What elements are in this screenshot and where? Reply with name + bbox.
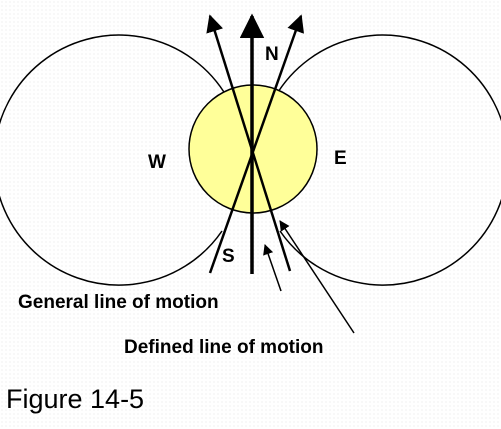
east-label: E — [334, 148, 347, 169]
west-lobe-outline — [0, 34, 228, 286]
general-line-pointer — [263, 244, 282, 292]
west-label: W — [148, 152, 166, 173]
general-line-of-motion — [206, 14, 292, 272]
east-lobe-outline — [274, 34, 501, 286]
figure-caption: Figure 14-5 — [6, 384, 145, 414]
defined-line-pointer — [279, 220, 355, 334]
defined-line-of-motion — [208, 14, 304, 274]
defined-line-label: Defined line of motion — [124, 337, 324, 358]
south-label: S — [222, 246, 235, 267]
general-line-label: General line of motion — [18, 292, 219, 313]
north-label: N — [265, 44, 279, 65]
